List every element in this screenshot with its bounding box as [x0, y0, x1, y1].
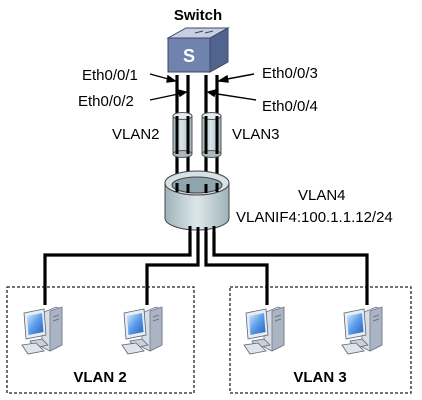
- svg-text:S: S: [183, 46, 195, 66]
- vlan2-group-box: [6, 286, 195, 394]
- port-label-eth0-0-3: Eth0/0/3: [262, 65, 318, 82]
- vlan3-group-box: [229, 286, 412, 394]
- group-label-vlan2: VLAN 2: [73, 369, 126, 386]
- bundle-vlan-label: VLAN4: [298, 187, 346, 204]
- group-label-vlan3: VLAN 3: [293, 369, 346, 386]
- port-label-eth0-0-4: Eth0/0/4: [262, 98, 318, 115]
- pc-icon: [21, 306, 63, 355]
- pc-icon: [121, 306, 163, 355]
- port-label-eth0-0-1: Eth0/0/1: [82, 67, 138, 84]
- trunk-label-vlan2: VLAN2: [112, 126, 160, 143]
- port-label-eth0-0-2: Eth0/0/2: [78, 93, 134, 110]
- vlan3-trunk-tube: [201, 112, 222, 158]
- vlanif-address-label: VLANIF4:100.1.1.12/24: [236, 209, 393, 226]
- trunk-label-vlan3: VLAN3: [232, 126, 280, 143]
- vlanif-bundle-ring: [164, 170, 230, 235]
- pc-icon: [243, 306, 285, 355]
- vlan2-trunk-tube: [172, 112, 193, 158]
- port-arrows: [149, 73, 257, 101]
- access-cables: [43, 232, 369, 305]
- switch-title: Switch: [174, 7, 222, 24]
- pc-icon: [341, 306, 383, 355]
- switch-icon: S: [166, 27, 230, 73]
